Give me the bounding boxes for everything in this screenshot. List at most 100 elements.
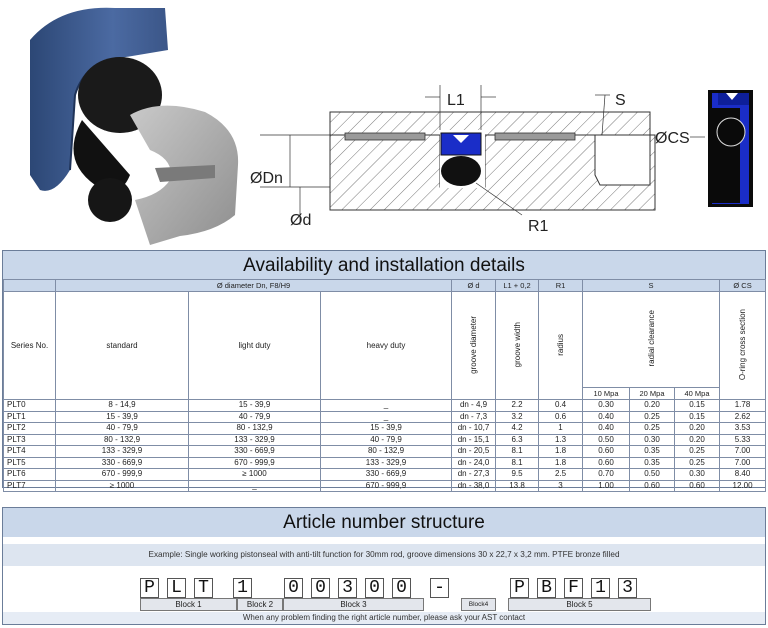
cell-standard: 80 - 132,9	[55, 433, 189, 446]
article-char-box: 0	[392, 578, 411, 598]
cell-standard: 8 - 14,9	[55, 399, 189, 412]
cell-series: PLT5	[3, 456, 56, 469]
article-char-box: -	[430, 578, 449, 598]
article-block-label: Block 1	[140, 598, 237, 611]
availability-table: Ø diameter Dn, F8/H9 Ø d L1 + 0,2 R1 S Ø…	[3, 279, 767, 492]
article-footer: When any problem finding the right artic…	[3, 612, 765, 624]
label-s: S	[615, 92, 626, 109]
cell-series: PLT3	[3, 433, 56, 446]
cell-s10: 0.60	[582, 445, 631, 458]
product-photo	[30, 7, 239, 245]
cell-r1: 1	[538, 422, 584, 435]
cell-heavy: 330 - 669,9	[319, 468, 453, 481]
header-cs: Ø CS	[719, 279, 767, 292]
cell-s20: 0.50	[629, 468, 676, 481]
cell-standard: 133 - 329,9	[55, 445, 189, 458]
seal-cross-section	[708, 90, 753, 207]
cell-l1: 4.2	[495, 422, 540, 435]
header-light: light duty	[188, 291, 321, 400]
groove-drawing: L1 S ØDn Ød R1 ØCS	[250, 85, 705, 235]
cell-s40: 0.25	[674, 456, 721, 469]
article-char-box: 3	[618, 578, 637, 598]
header-groove-width: groove width	[495, 291, 540, 400]
cell-cs: 7.00	[719, 445, 767, 458]
cell-s10: 0.60	[582, 456, 631, 469]
availability-section: Availability and installation details Ø …	[2, 250, 767, 492]
cell-light: ≥ 1000	[188, 468, 321, 481]
cell-s40: 0.30	[674, 468, 721, 481]
cell-l1: 6.3	[495, 433, 540, 446]
cell-d: dn - 20,5	[451, 445, 497, 458]
cell-r1: 0.4	[538, 399, 584, 412]
header-series: Series No.	[3, 291, 56, 400]
cell-l1: 2.2	[495, 399, 540, 412]
cell-s40: 0.60	[674, 479, 721, 492]
cell-light: 80 - 132,9	[188, 422, 321, 435]
article-char-box: F	[564, 578, 583, 598]
cell-d: dn - 38,0	[451, 479, 497, 492]
article-char-box: L	[167, 578, 186, 598]
cell-s20: 0.30	[629, 433, 676, 446]
cell-light: 15 - 39,9	[188, 399, 321, 412]
cell-l1: 8.1	[495, 445, 540, 458]
header-l1: L1 + 0,2	[495, 279, 540, 292]
cell-s20: 0.60	[629, 479, 676, 492]
cell-series: PLT1	[3, 410, 56, 423]
article-block-label: Block 5	[508, 598, 651, 611]
header-pressure-40: 40 Mpa	[674, 387, 721, 400]
cell-heavy: 40 - 79,9	[319, 433, 453, 446]
cell-heavy: _	[319, 410, 453, 423]
cell-light: _	[188, 479, 321, 492]
cell-s40: 0.15	[674, 410, 721, 423]
label-dn: ØDn	[250, 170, 283, 187]
header-heavy: heavy duty	[319, 291, 453, 400]
header-s: S	[582, 279, 721, 292]
cell-s10: 0.40	[582, 410, 631, 423]
cell-l1: 9.5	[495, 468, 540, 481]
cell-s10: 1.00	[582, 479, 631, 492]
cell-s20: 0.25	[629, 422, 676, 435]
cell-s10: 0.40	[582, 422, 631, 435]
header-d: Ø d	[451, 279, 497, 292]
cell-s40: 0.20	[674, 433, 721, 446]
article-block-label: Block 3	[283, 598, 424, 611]
cell-s10: 0.70	[582, 468, 631, 481]
cell-series: PLT6	[3, 468, 56, 481]
cell-series: PLT4	[3, 445, 56, 458]
cell-s20: 0.20	[629, 399, 676, 412]
cell-s20: 0.35	[629, 456, 676, 469]
cell-s10: 0.50	[582, 433, 631, 446]
cell-d: dn - 27,3	[451, 468, 497, 481]
cell-light: 330 - 669,9	[188, 445, 321, 458]
availability-title: Availability and installation details	[3, 251, 765, 279]
cell-heavy: 80 - 132,9	[319, 445, 453, 458]
label-r1: R1	[528, 218, 549, 235]
cell-s20: 0.35	[629, 445, 676, 458]
cell-standard: ≥ 1000	[55, 479, 189, 492]
article-char-box: 1	[233, 578, 252, 598]
cell-r1: 2.5	[538, 468, 584, 481]
cell-cs: 5.33	[719, 433, 767, 446]
article-char-box: 0	[365, 578, 384, 598]
cell-cs: 7.00	[719, 456, 767, 469]
cell-s10: 0.30	[582, 399, 631, 412]
cell-r1: 1.8	[538, 445, 584, 458]
cell-s40: 0.15	[674, 399, 721, 412]
article-title: Article number structure	[3, 508, 765, 537]
cell-cs: 12.00	[719, 479, 767, 492]
cell-cs: 2.62	[719, 410, 767, 423]
header-oring: O-ring cross section	[719, 291, 767, 400]
cell-d: dn - 15,1	[451, 433, 497, 446]
article-char-box: 0	[311, 578, 330, 598]
cell-series: PLT2	[3, 422, 56, 435]
cell-l1: 3.2	[495, 410, 540, 423]
cell-s40: 0.20	[674, 422, 721, 435]
cell-s20: 0.25	[629, 410, 676, 423]
label-cs: ØCS	[655, 130, 690, 147]
